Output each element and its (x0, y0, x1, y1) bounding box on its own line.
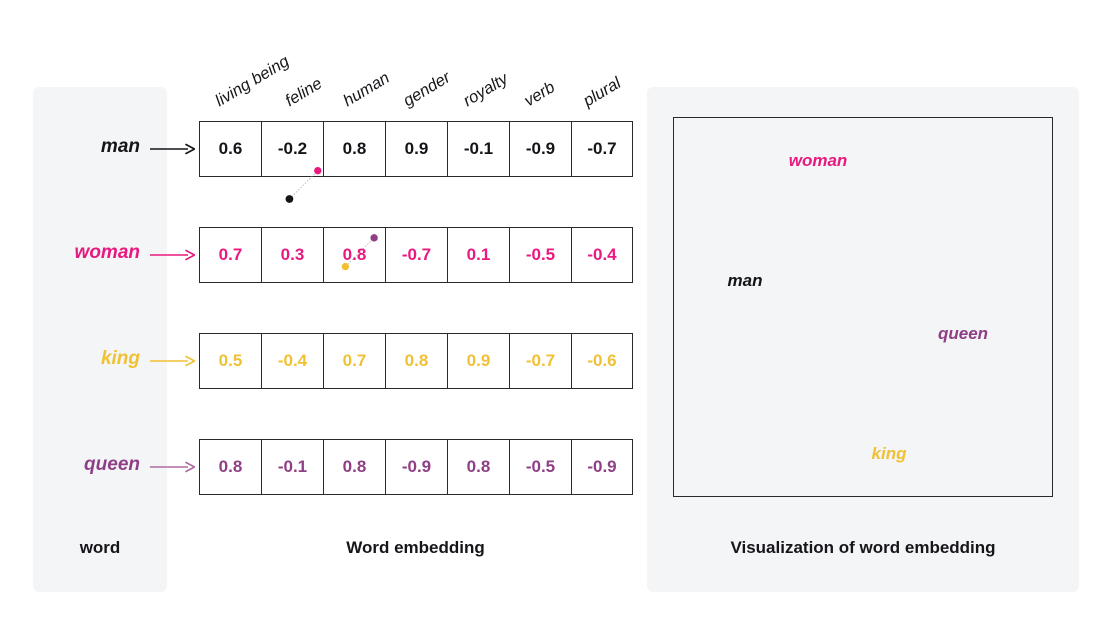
embedding-cell: 0.1 (447, 227, 509, 283)
word-column-panel (33, 87, 167, 592)
embedding-cell: -0.7 (385, 227, 447, 283)
scatter-label-man: man (727, 271, 763, 290)
scatter-label-queen: queen (937, 324, 989, 343)
scatter-dot-woman (314, 166, 322, 175)
scatter-label-woman: woman (788, 151, 848, 170)
connector-king-to-queen (345, 237, 375, 267)
embedding-cell: 0.7 (199, 227, 261, 283)
embedding-cell: 0.8 (385, 333, 447, 389)
embedding-cell: 0.3 (261, 227, 323, 283)
caption-word-embedding: Word embedding (346, 538, 485, 557)
word-label-queen: queen (84, 454, 140, 475)
embedding-cell: 0.5 (199, 333, 261, 389)
embedding-cell: 0.9 (447, 333, 509, 389)
caption-word: word (79, 538, 121, 557)
arrow-icon-queen (150, 461, 195, 473)
embedding-cell: 0.8 (323, 121, 385, 177)
embedding-cell: -0.5 (509, 439, 571, 495)
embedding-cell: -0.1 (261, 439, 323, 495)
word-label-king: king (100, 348, 140, 369)
embedding-cell: -0.9 (385, 439, 447, 495)
scatter-svg (285, 166, 378, 271)
embedding-cell: 0.8 (323, 439, 385, 495)
embedding-cell: 0.8 (447, 439, 509, 495)
embedding-cell: -0.4 (571, 227, 633, 283)
arrow-icon-king (150, 355, 195, 367)
scatter-dot-man (285, 195, 294, 203)
embedding-cell: 0.8 (199, 439, 261, 495)
embedding-cell: 0.6 (199, 121, 261, 177)
embedding-cell: -0.6 (571, 333, 633, 389)
arrow-icon-woman (150, 249, 195, 261)
embedding-cell: -0.9 (571, 439, 633, 495)
embedding-cell: -0.5 (509, 227, 571, 283)
embedding-cell: -0.2 (261, 121, 323, 177)
embedding-cell: -0.9 (509, 121, 571, 177)
word-label-man: man (100, 136, 140, 157)
scatter-label-king: king (871, 444, 907, 463)
word-label-woman: woman (74, 242, 140, 263)
scatter-dot-queen (370, 234, 378, 242)
embedding-cell: 0.7 (323, 333, 385, 389)
embedding-cell: -0.1 (447, 121, 509, 177)
dimension-header-verb: verb (521, 78, 559, 111)
embedding-cell: -0.7 (509, 333, 571, 389)
embedding-cell: -0.7 (571, 121, 633, 177)
arrow-icon-man (150, 143, 195, 155)
embedding-cell: 0.9 (385, 121, 447, 177)
connector-man-to-woman (289, 170, 319, 200)
dimension-header-plural: plural (580, 73, 625, 111)
scatter-plot-frame (673, 117, 1053, 497)
scatter-dot-king (341, 262, 350, 271)
dimension-header-royalty: royalty (460, 69, 512, 111)
embedding-cell: 0.8 (323, 227, 385, 283)
embedding-cell: -0.4 (261, 333, 323, 389)
caption-visualization: Visualization of word embedding (730, 538, 996, 557)
